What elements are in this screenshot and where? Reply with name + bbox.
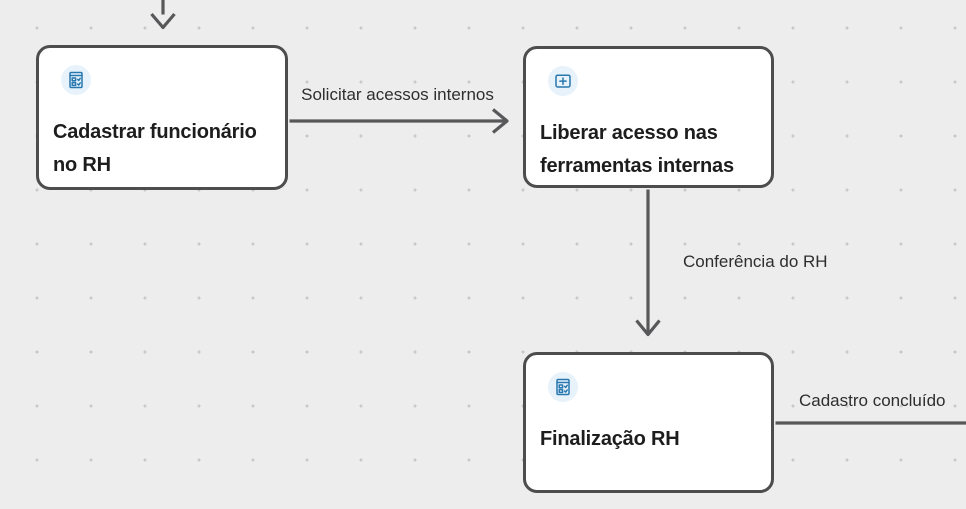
edge-label-conferencia-do-rh[interactable]: Conferência do RH: [683, 252, 828, 271]
edge-label-solicitar-acessos-internos[interactable]: Solicitar acessos internos: [301, 85, 494, 104]
arrowhead-right-icon: [491, 108, 509, 134]
node-title: Cadastrar funcionário no RH: [53, 121, 257, 176]
node-liberar-acesso-nas-ferramentas-internas[interactable]: Liberar acesso nas ferramentas internas: [523, 46, 774, 188]
arrowhead-down-icon: [150, 12, 176, 30]
edge-cadastrar-to-liberar[interactable]: [289, 108, 509, 134]
edge-label-cadastro-concluido[interactable]: Cadastro concluído: [799, 391, 946, 410]
form-checklist-icon: [548, 372, 578, 402]
edge-incoming-top[interactable]: [150, 0, 176, 30]
form-checklist-icon: [61, 65, 91, 95]
edge-liberar-to-finalizacao[interactable]: [635, 189, 661, 337]
node-title: Liberar acesso nas ferramentas internas: [540, 122, 734, 177]
node-title: Finalização RH: [540, 428, 680, 450]
node-cadastrar-funcionario-no-rh[interactable]: Cadastrar funcionário no RH: [36, 45, 288, 190]
add-icon: [548, 66, 578, 96]
arrowhead-down-icon: [635, 319, 661, 337]
node-finalizacao-rh[interactable]: Finalização RH: [523, 352, 774, 493]
